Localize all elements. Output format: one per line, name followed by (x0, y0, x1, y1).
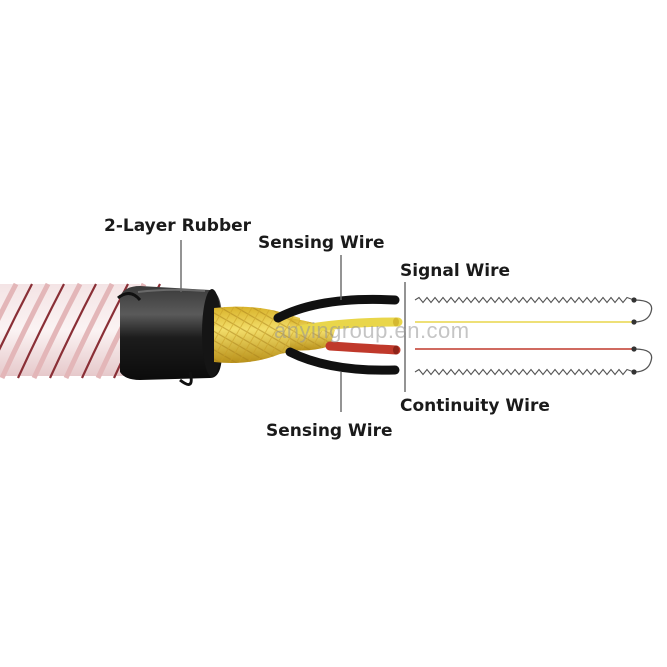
label-continuity-wire: Continuity Wire (400, 396, 550, 416)
hose-spiral-turn (49, 283, 97, 379)
winding-wire (117, 292, 193, 386)
label-signal-wire: Signal Wire (400, 261, 511, 281)
loop-top (633, 299, 653, 323)
sensing-wire-bottom (285, 347, 400, 375)
spiral-hose (0, 282, 161, 380)
wire-schematic (414, 296, 653, 376)
label-2-layer-rubber: 2-Layer Rubber (104, 216, 252, 236)
hose-spiral-turn (0, 282, 51, 380)
hose-spiral-turn (17, 283, 65, 379)
hose-spiral-turn (0, 282, 19, 321)
label-sensing-wire-bottom: Sensing Wire (266, 421, 393, 441)
hose-spiral-turn (0, 283, 33, 351)
sensing-coil-top (414, 296, 635, 304)
watermark: anyingroup.en.com (274, 318, 470, 343)
yellow-braid (214, 306, 335, 363)
hose-spiral-turn (63, 282, 115, 380)
signal-wire (295, 317, 403, 335)
continuity-wire (325, 341, 401, 355)
label-sensing-wire-top: Sensing Wire (258, 233, 385, 253)
sensing-coil-bottom (414, 368, 635, 376)
sensing-wire-top (273, 294, 400, 323)
rubber-jacket (120, 286, 222, 380)
loop-bottom (633, 348, 653, 373)
hose-spiral-turn (31, 282, 83, 380)
hose-spirals (0, 282, 161, 380)
